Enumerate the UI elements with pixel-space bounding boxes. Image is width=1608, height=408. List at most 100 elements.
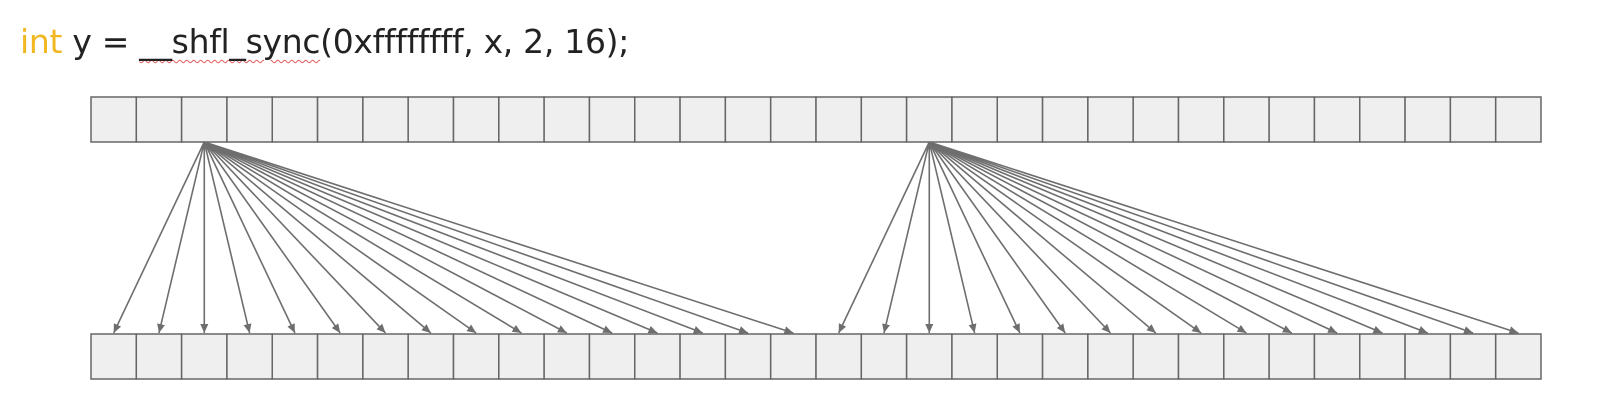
source-lane-5 (316, 96, 364, 143)
shuffle-arrow-lane-2-to-1 (157, 141, 206, 334)
source-lane-30 (1449, 96, 1497, 143)
source-lane-6 (362, 96, 409, 143)
shuffle-arrow-lane-2-to-12 (203, 141, 658, 334)
shuffle-arrow-lane-2-to-7 (203, 141, 432, 334)
shuffle-arrow-lane-18-to-17 (882, 141, 931, 334)
destination-lane-15 (769, 333, 817, 380)
destination-lane-3 (226, 333, 273, 380)
source-lane-9 (498, 96, 545, 143)
destination-lane-25 (1223, 333, 1270, 380)
destination-lane-27 (1313, 333, 1361, 380)
source-lane-20 (996, 96, 1044, 143)
source-lane-1 (135, 96, 183, 143)
shuffle-arrow-lane-18-to-23 (928, 141, 1157, 334)
shuffle-arrow-lane-18-to-31 (929, 141, 1519, 335)
source-lane-17 (860, 96, 908, 143)
source-lane-21 (1041, 96, 1089, 143)
destination-lane-24 (1177, 333, 1225, 380)
shuffle-arrow-lane-18-to-24 (928, 141, 1202, 334)
destination-lane-21 (1041, 333, 1089, 380)
source-lane-18 (905, 96, 953, 143)
source-lane-25 (1223, 96, 1270, 143)
destination-lane-0 (90, 333, 138, 380)
source-lane-29 (1404, 96, 1452, 143)
source-lane-22 (1087, 96, 1134, 143)
shuffle-arrow-lane-18-to-20 (928, 141, 1021, 334)
shuffle-arrow-lane-2-to-3 (203, 141, 252, 334)
source-lane-11 (588, 96, 636, 143)
destination-lane-31 (1494, 333, 1542, 380)
code-keyword: int (20, 22, 63, 61)
destination-lane-22 (1087, 333, 1134, 380)
source-lane-28 (1359, 96, 1406, 143)
destination-lane-11 (588, 333, 636, 380)
destination-lane-17 (860, 333, 908, 380)
source-lane-23 (1132, 96, 1180, 143)
destination-lane-14 (724, 333, 772, 380)
source-lane-13 (679, 96, 727, 143)
destination-lane-18 (905, 333, 953, 380)
destination-lane-1 (135, 333, 183, 380)
destination-lane-2 (180, 333, 228, 380)
destination-lane-6 (362, 333, 409, 380)
shuffle-arrow-lane-2-to-11 (203, 141, 613, 334)
shuffle-arrow-lane-18-to-16 (837, 141, 931, 334)
source-lane-16 (815, 96, 863, 143)
destination-lane-16 (815, 333, 863, 380)
shuffle-arrow-lane-2-to-5 (203, 141, 341, 334)
source-lane-0 (90, 96, 138, 143)
destination-lane-8 (452, 333, 500, 380)
code-arguments: (0xffffffff, x, 2, 16); (320, 22, 630, 61)
shuffle-arrow-lane-18-to-22 (928, 141, 1112, 334)
destination-lane-19 (951, 333, 998, 380)
destination-lane-5 (316, 333, 364, 380)
shuffle-arrow-lane-18-to-29 (928, 141, 1429, 334)
code-line: int y = __shfl_sync(0xffffffff, x, 2, 16… (20, 18, 629, 66)
source-lane-3 (226, 96, 273, 143)
shuffle-arrow-lane-2-to-9 (203, 141, 522, 334)
destination-lane-30 (1449, 333, 1497, 380)
destination-lane-20 (996, 333, 1044, 380)
source-lane-row (90, 96, 1542, 143)
shuffle-arrow-lane-2-to-13 (203, 141, 704, 334)
destination-lane-13 (679, 333, 727, 380)
source-lane-15 (769, 96, 817, 143)
shuffle-arrow-lane-2-to-0 (112, 141, 206, 334)
shuffle-arrow-lane-18-to-30 (929, 141, 1474, 334)
shuffle-arrows (112, 141, 1519, 335)
destination-lane-29 (1404, 333, 1452, 380)
source-lane-31 (1494, 96, 1542, 143)
code-function-name: __shfl_sync (139, 22, 321, 61)
source-lane-10 (543, 96, 591, 143)
destination-lane-4 (271, 333, 319, 380)
source-lane-27 (1313, 96, 1361, 143)
destination-lane-7 (407, 333, 455, 380)
destination-lane-23 (1132, 333, 1180, 380)
shuffle-arrow-lane-18-to-21 (928, 141, 1066, 334)
shuffle-arrow-lane-18-to-28 (928, 141, 1383, 334)
shuffle-arrow-lane-18-to-25 (928, 141, 1247, 334)
source-lane-2 (180, 96, 228, 143)
shuffle-arrow-lane-2-to-10 (203, 141, 568, 334)
shuffle-arrow-lane-2-to-4 (203, 141, 296, 334)
destination-lane-28 (1359, 333, 1406, 380)
source-lane-19 (951, 96, 998, 143)
source-lane-4 (271, 96, 319, 143)
shuffle-arrow-lane-18-to-19 (928, 141, 977, 334)
shuffle-arrow-lane-2-to-14 (204, 141, 749, 334)
shuffle-arrow-lane-2-to-8 (203, 141, 477, 334)
shuffle-arrow-lane-2-to-15 (204, 141, 794, 335)
shuffle-arrow-lane-18-to-27 (928, 141, 1338, 334)
destination-lane-10 (543, 333, 591, 380)
destination-lane-26 (1268, 333, 1316, 380)
source-lane-12 (634, 96, 681, 143)
destination-lane-12 (634, 333, 681, 380)
shuffle-arrow-lane-2-to-6 (203, 141, 387, 334)
code-assignment: y = (62, 22, 140, 61)
destination-lane-row (90, 333, 1542, 380)
source-lane-24 (1177, 96, 1225, 143)
destination-lane-9 (498, 333, 545, 380)
source-lane-8 (452, 96, 500, 143)
shuffle-arrow-lane-18-to-26 (928, 141, 1293, 334)
source-lane-14 (724, 96, 772, 143)
